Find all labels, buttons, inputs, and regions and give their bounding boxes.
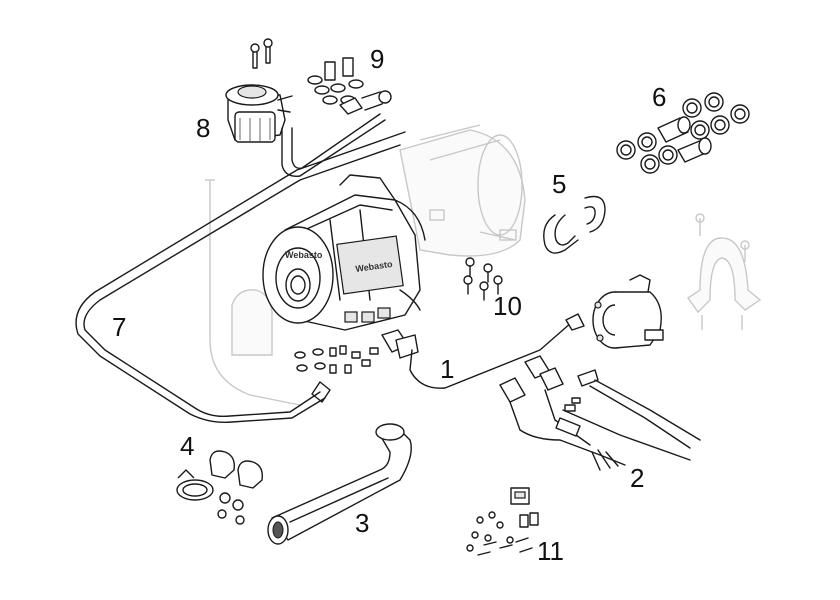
- brand-logo-small: Webasto: [285, 250, 323, 260]
- callout-2: 2: [630, 463, 644, 493]
- screws-set: 10: [463, 257, 522, 321]
- exhaust-clamps: 4: [176, 431, 263, 525]
- mounting-bracket-ghost: [687, 213, 762, 330]
- fuel-filter: 8: [196, 38, 386, 177]
- callout-11: 11: [537, 536, 564, 566]
- water-pump: [592, 274, 664, 349]
- callout-1: 1: [440, 354, 454, 384]
- heater-unit-ghost: [205, 124, 762, 406]
- fuel-line: 7: [75, 131, 406, 424]
- coolant-hose-sections: 5: [543, 169, 606, 254]
- exhaust-pipe: 3: [267, 423, 412, 545]
- callout-5: 5: [552, 169, 566, 199]
- relay-and-terminals: 11: [466, 487, 564, 566]
- hardware-small-parts: [294, 345, 379, 374]
- sensor-cable: 1: [381, 313, 585, 389]
- callout-8: 8: [196, 113, 210, 143]
- callout-9: 9: [370, 44, 384, 74]
- fittings-set: 9: [307, 44, 392, 115]
- callout-10: 10: [493, 291, 522, 321]
- wiring-harness: 2: [499, 355, 701, 493]
- callout-4: 4: [180, 431, 194, 461]
- callout-3: 3: [355, 508, 369, 538]
- callout-6: 6: [652, 82, 666, 112]
- heater-unit: Webasto Webasto: [262, 174, 426, 331]
- callout-7: 7: [112, 312, 126, 342]
- clamps-and-connectors: 6: [616, 82, 750, 174]
